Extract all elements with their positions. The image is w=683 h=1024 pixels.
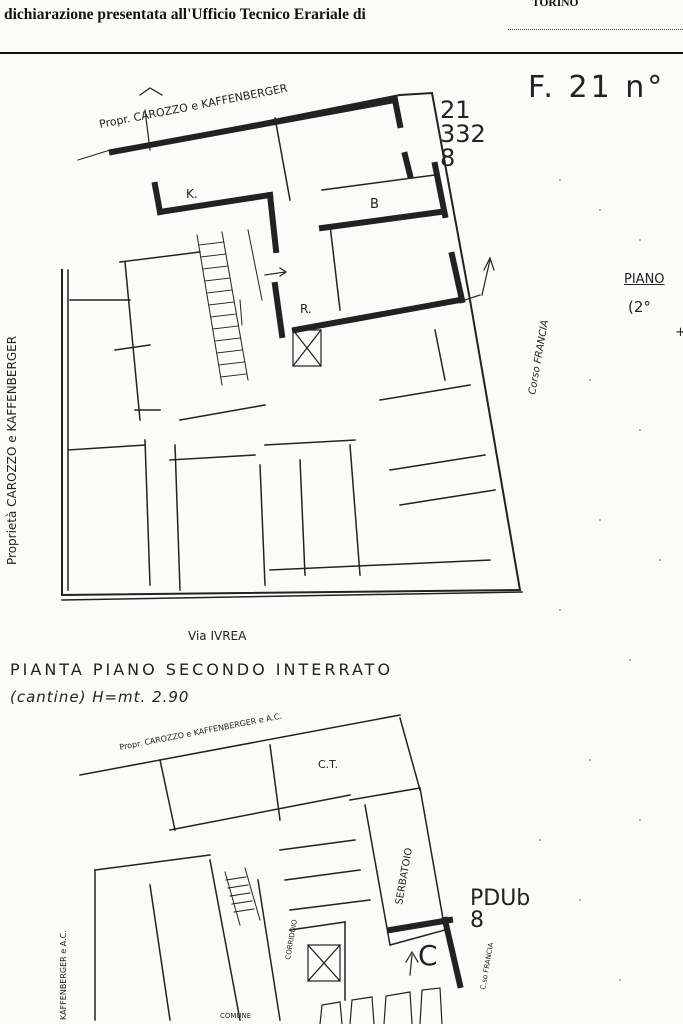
folio-number: F. 21 n° [528, 70, 666, 105]
plan2-title: PIANTA PIANO SECONDO INTERRATO [10, 660, 394, 679]
sheet-number-1: 21 [440, 96, 471, 124]
plan1-room-r: R. [300, 302, 312, 316]
paper-speckles [539, 179, 661, 981]
sheet-number-stack: 21 332 8 [440, 98, 520, 170]
city-name: TORINO [532, 0, 579, 9]
plan1-arrows [139, 87, 495, 301]
plan2-owner-top: Propr. CAROZZO e KAFFENBERGER e A.C. [119, 712, 283, 752]
sheet-number-3: 8 [440, 144, 456, 172]
document-header: dichiarazione presentata all'Ufficio Tec… [0, 0, 683, 52]
declaration-text: dichiarazione presentata all'Ufficio Tec… [4, 6, 366, 23]
plan2-common: COMUNE [220, 1012, 251, 1020]
plan2-room-ct: C.T. [318, 758, 338, 771]
plan2-staircase [224, 867, 261, 926]
plan1-partitions [67, 117, 496, 591]
plan1-staircase [196, 229, 263, 386]
plan2-thick-walls [386, 916, 464, 989]
plan1-bottom-wall [61, 591, 523, 601]
plan1-lift [292, 329, 322, 367]
right-plan-plus: + [675, 325, 683, 340]
plan2-subtitle: (cantine) H=mt. 2.90 [10, 688, 190, 706]
plan1-street-bottom: Via IVREA [188, 629, 247, 643]
plan2-lift [307, 944, 341, 982]
plan2-corridor: CORRIDOIO [284, 918, 299, 960]
sub-number-stack: PDUb 8 [470, 888, 550, 932]
plan1-outline [61, 91, 522, 597]
plan1-street-right: Corso FRANCIA [527, 319, 551, 395]
right-plan-title: PIANO [624, 272, 665, 287]
plan2-room-c: C [418, 939, 438, 972]
header-rule [0, 52, 683, 54]
plan2-walls [79, 714, 446, 1021]
sub-number-2: 8 [470, 908, 484, 933]
plan2-owner-left: KAFFENBERGER e A.C. [59, 930, 68, 1020]
plan1-top-owner-line [77, 149, 111, 161]
sub-number-1: PDUb [470, 886, 531, 911]
plan2-bottom-rooms [319, 987, 443, 1024]
plan2-arrow [405, 950, 419, 976]
city-dotted-line [508, 29, 683, 30]
plan1-thick-walls [108, 96, 466, 339]
plan2-street-right: C.so FRANCIA [479, 942, 495, 991]
plan2-tank: SERBATOIO [394, 847, 415, 906]
sheet-number-2: 332 [440, 120, 486, 148]
right-plan-subtitle: (2° [628, 298, 651, 316]
plan1-owner-left: Proprietà CAROZZO e KAFFENBERGER [5, 336, 19, 565]
plan1-room-b: B [370, 197, 379, 212]
plan1-room-k: K. [186, 187, 198, 201]
